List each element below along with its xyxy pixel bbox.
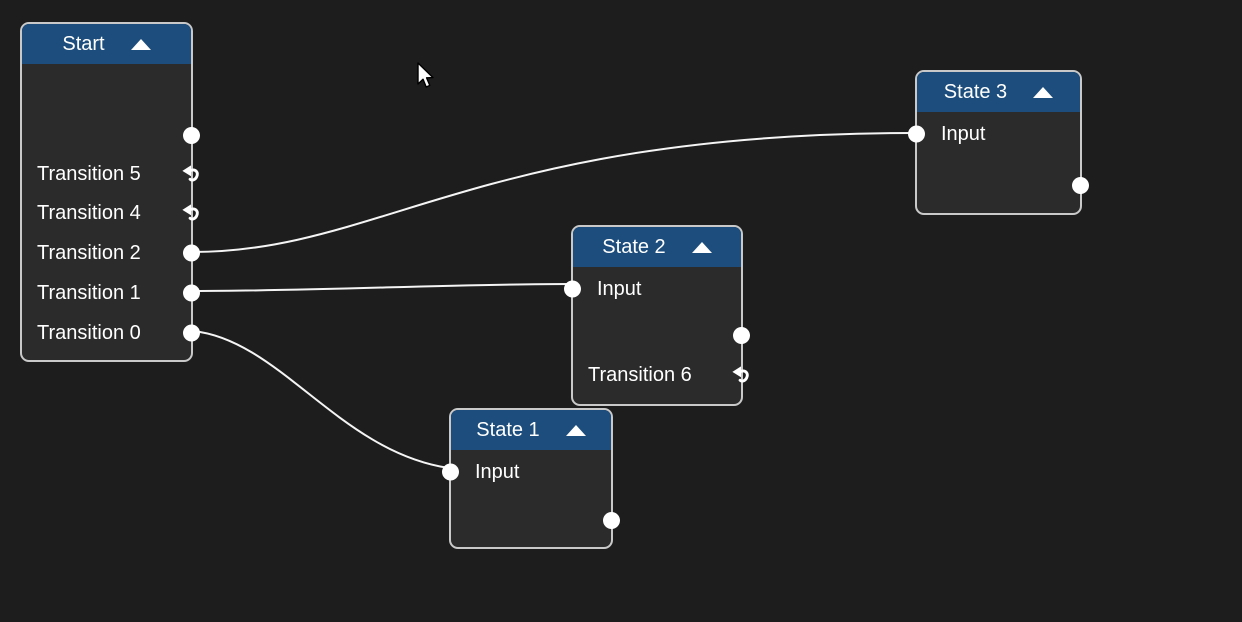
node-state3[interactable]: State 3 Input: [908, 70, 1089, 215]
node-state3-header[interactable]: State 3: [917, 72, 1080, 112]
node-state1[interactable]: State 1 Input: [442, 408, 620, 549]
node-start-header[interactable]: Start: [22, 24, 191, 64]
start-output-port[interactable]: [183, 127, 200, 144]
collapse-triangle-up-icon[interactable]: [565, 424, 586, 436]
node-state1-header[interactable]: State 1: [451, 410, 611, 450]
state-output-port[interactable]: [1072, 177, 1089, 194]
node-state2-header[interactable]: State 2: [573, 227, 741, 267]
transition-label: Transition 0: [37, 322, 141, 344]
state-output-port[interactable]: [603, 512, 620, 529]
node-state2[interactable]: State 2 Input Transition 6: [564, 225, 750, 406]
input-row[interactable]: Input: [908, 114, 1080, 154]
input-label: Input: [941, 123, 986, 145]
collapse-triangle-up-icon[interactable]: [691, 241, 712, 253]
node-title: State 3: [943, 80, 1008, 103]
node-title: State 2: [602, 235, 666, 258]
transition-output-port[interactable]: [183, 244, 200, 262]
transition-label: Transition 2: [37, 242, 141, 264]
transition-label: Transition 6: [588, 364, 692, 386]
input-port[interactable]: [908, 125, 925, 143]
state-output-port[interactable]: [733, 327, 750, 344]
transition-row[interactable]: Transition 6: [573, 355, 749, 395]
wire-transition2-to-state3[interactable]: [192, 132, 916, 253]
node-title: Start: [62, 32, 105, 55]
transition-output-port[interactable]: [183, 284, 200, 302]
transition-row[interactable]: Transition 2: [22, 233, 200, 273]
wire-transition0-to-state1[interactable]: [192, 330, 450, 469]
transition-row[interactable]: Transition 1: [22, 273, 200, 313]
input-label: Input: [597, 278, 642, 300]
loop-arrow-icon[interactable]: [181, 203, 201, 223]
transition-row[interactable]: Transition 5: [22, 154, 199, 194]
transition-output-port[interactable]: [183, 324, 200, 342]
input-label: Input: [475, 461, 520, 483]
collapse-triangle-up-icon[interactable]: [130, 38, 151, 50]
mouse-cursor-icon: [417, 62, 434, 88]
input-row[interactable]: Input: [564, 269, 741, 309]
transition-label: Transition 1: [37, 282, 141, 304]
transition-label: Transition 5: [37, 163, 141, 185]
transition-row[interactable]: Transition 0: [22, 313, 200, 353]
node-title: State 1: [476, 418, 540, 441]
loop-arrow-icon[interactable]: [181, 164, 201, 184]
wire-transition1-to-state2[interactable]: [192, 283, 572, 292]
input-port[interactable]: [564, 280, 581, 298]
transition-label: Transition 4: [37, 202, 141, 224]
collapse-triangle-up-icon[interactable]: [1033, 86, 1054, 98]
input-port[interactable]: [442, 463, 459, 481]
transition-row[interactable]: Transition 4: [22, 193, 199, 233]
loop-arrow-icon[interactable]: [731, 365, 751, 385]
input-row[interactable]: Input: [442, 452, 611, 492]
node-start[interactable]: Start Transition 5 Transition 4 Transiti…: [20, 22, 200, 362]
